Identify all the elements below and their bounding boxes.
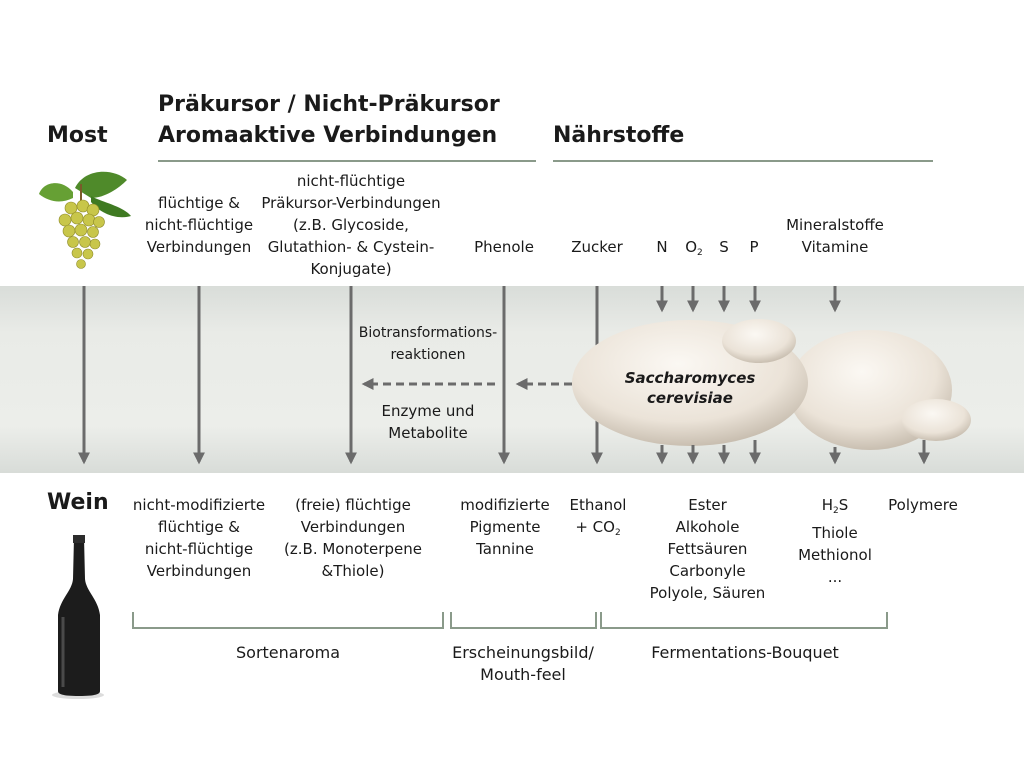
wine-h2s-thiole: H2S Thiole Methionol ...: [785, 494, 885, 588]
label-sub: 2: [614, 528, 621, 538]
yeast-cells: [572, 319, 971, 450]
label-line: Methionol: [798, 546, 872, 564]
label-line: Verbindungen: [146, 562, 252, 580]
label-base: + CO: [575, 518, 615, 536]
label-line: nicht-flüchtige: [296, 172, 406, 190]
bracket-erscheinungsbild: [450, 612, 597, 629]
label-line: Erscheinungsbild/: [452, 643, 594, 662]
label-line: (z.B. Glycoside,: [293, 216, 409, 234]
label-line: Biotransformations-: [358, 325, 498, 341]
must-mineralstoffe-vitamine: Mineralstoffe Vitamine: [770, 214, 900, 258]
label-line: ...: [827, 568, 843, 586]
header-rule-praekursor: [158, 160, 536, 162]
label-sub: 2: [697, 248, 703, 258]
label-line: cerevisiae: [647, 389, 733, 407]
label-line: Mouth-feel: [480, 665, 566, 684]
label-line: nicht-modifizierte: [132, 496, 266, 514]
header-rule-naehrstoffe: [553, 160, 933, 162]
bracket-sortenaroma: [132, 612, 444, 629]
header-most: Most: [47, 123, 108, 148]
label-line: (z.B. Monoterpene: [284, 540, 422, 558]
label-line: Alkohole: [675, 518, 740, 536]
nutrient-arrows: [656, 286, 930, 465]
label-line: &Thiole): [321, 562, 385, 580]
yeast-bud-top: [722, 319, 796, 363]
wine-bottle-icon: [52, 535, 104, 699]
must-phenole: Phenole: [474, 238, 534, 256]
label-base: H: [821, 496, 833, 514]
label-line: Fettsäuren: [667, 540, 748, 558]
label-line: Verbindungen: [300, 518, 406, 536]
wine-freie-fluechtige: (freie) flüchtige Verbindungen (z.B. Mon…: [278, 494, 428, 582]
group-erscheinungsbild: Erscheinungsbild/ Mouth-feel: [440, 642, 606, 686]
label-base: O: [685, 238, 698, 256]
header-naehrstoffe: Nährstoffe: [553, 123, 685, 148]
long-arrows: [78, 286, 603, 465]
label-line: Enzyme und: [381, 402, 475, 420]
label-line: flüchtige &: [158, 518, 240, 536]
label-line: Glutathion- & Cystein-: [267, 238, 435, 256]
label-line: (freie) flüchtige: [295, 496, 411, 514]
label-line: Präkursor-Verbindungen: [261, 194, 441, 212]
group-brackets: [132, 612, 888, 629]
label-line: flüchtige &: [158, 194, 240, 212]
label-line: reaktionen: [390, 347, 466, 363]
wine-polymere: Polymere: [888, 496, 958, 514]
label-line: + CO2: [560, 516, 636, 544]
yeast-bud-bottom: [901, 399, 971, 441]
label-line: modifizierte: [460, 496, 550, 514]
must-praekursor-verbindungen: nicht-flüchtige Präkursor-Verbindungen (…: [248, 170, 454, 280]
must-zucker: Zucker: [571, 238, 623, 256]
bracket-fermentation: [600, 612, 888, 629]
label-line: Ethanol: [569, 496, 627, 514]
grape-icon: [39, 171, 131, 269]
label-line: Vitamine: [801, 238, 869, 256]
must-nitrogen: N: [656, 238, 668, 256]
must-sulfur: S: [719, 238, 729, 256]
label-sub: 2: [833, 506, 839, 516]
label-line: nicht-flüchtige: [144, 216, 254, 234]
header-praekursor-line2: Aromaaktive Verbindungen: [158, 123, 498, 148]
yeast-label: Saccharomyces cerevisiae: [610, 368, 770, 408]
must-phosphorus: P: [749, 238, 759, 256]
enzyme-label: Enzyme und Metabolite: [358, 400, 498, 444]
label-line: Saccharomyces: [624, 369, 756, 387]
label-line: Verbindungen: [146, 238, 252, 256]
wine-ester-alkohole: Ester Alkohole Fettsäuren Carbonyle Poly…: [640, 494, 775, 604]
header-praekursor-line1: Präkursor / Nicht-Präkursor: [158, 92, 500, 117]
label-line: Tannine: [476, 540, 534, 558]
group-sortenaroma: Sortenaroma: [236, 643, 340, 662]
label-line: Ester: [688, 496, 727, 514]
label-tail: S: [838, 496, 849, 514]
wine-nicht-modifizierte: nicht-modifizierte flüchtige & nicht-flü…: [122, 494, 276, 582]
label-line: nicht-flüchtige: [144, 540, 254, 558]
header-wein: Wein: [47, 490, 109, 515]
biotransformation-label: Biotransformations- reaktionen: [348, 322, 508, 366]
must-fluechtige-verbindungen: flüchtige & nicht-flüchtige Verbindungen: [129, 192, 269, 258]
group-fermentations-bouquet: Fermentations-Bouquet: [651, 643, 839, 662]
wine-modifizierte-pigmente: modifizierte Pigmente Tannine: [450, 494, 560, 560]
label-line: Mineralstoffe: [786, 216, 884, 234]
label-line: Pigmente: [469, 518, 541, 536]
label-line: Thiole: [812, 524, 858, 542]
label-line: Metabolite: [388, 424, 468, 442]
label-line: H2S: [785, 494, 885, 522]
label-line: Polyole, Säuren: [649, 584, 766, 602]
wine-ethanol-co2: Ethanol + CO2: [560, 494, 636, 544]
label-line: Konjugate): [310, 260, 392, 278]
must-oxygen: O2: [680, 236, 708, 264]
label-line: Carbonyle: [669, 562, 746, 580]
